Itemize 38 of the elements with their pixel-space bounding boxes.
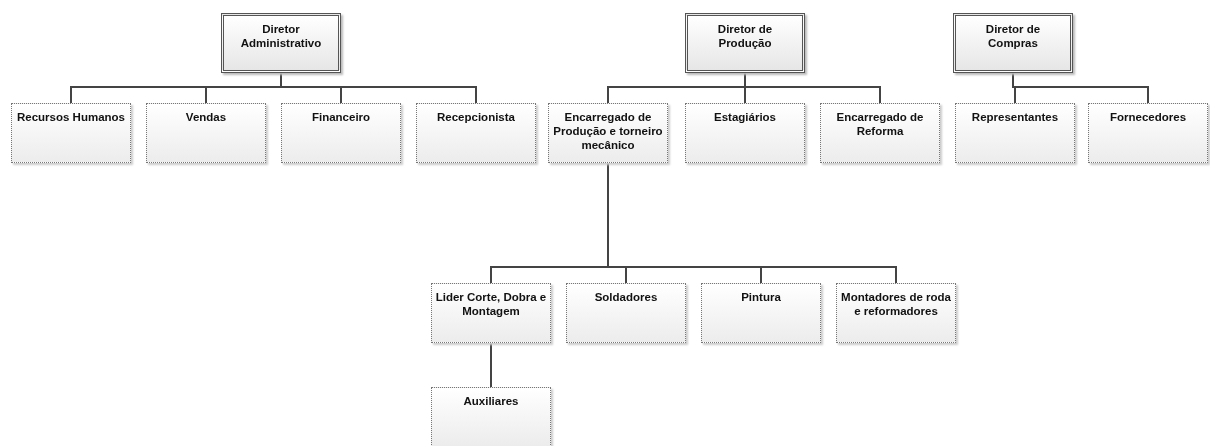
node-label: Auxiliares bbox=[462, 394, 520, 408]
node-label: Encarregado de Reforma bbox=[835, 110, 925, 138]
department-box bbox=[281, 103, 401, 163]
department-box bbox=[836, 283, 956, 343]
department-box bbox=[416, 103, 536, 163]
department-box bbox=[685, 103, 805, 163]
department-box bbox=[431, 387, 551, 446]
node-label: Encarregado de Produção e torneiro mecânico bbox=[552, 110, 664, 152]
node-label: Diretor de Compras bbox=[984, 22, 1042, 50]
department-box bbox=[566, 283, 686, 343]
department-box bbox=[431, 283, 551, 343]
node-label: Estagiários bbox=[713, 110, 777, 124]
node-label: Financeiro bbox=[310, 110, 372, 124]
department-box bbox=[955, 103, 1075, 163]
department-box bbox=[11, 103, 131, 163]
department-box bbox=[1088, 103, 1208, 163]
department-box bbox=[146, 103, 266, 163]
director-box bbox=[685, 13, 805, 73]
node-label: Representantes bbox=[970, 110, 1060, 124]
department-box bbox=[548, 103, 668, 163]
node-label: Recursos Humanos bbox=[16, 110, 126, 124]
node-label: Pintura bbox=[740, 290, 782, 304]
node-label: Soldadores bbox=[593, 290, 659, 304]
node-label: Diretor de Produção bbox=[716, 22, 774, 50]
connector-line bbox=[1012, 72, 1149, 104]
connector-line bbox=[490, 342, 492, 388]
department-box bbox=[820, 103, 940, 163]
director-box bbox=[953, 13, 1073, 73]
connector-line bbox=[280, 72, 477, 104]
node-label: Lider Corte, Dobra e Montagem bbox=[434, 290, 548, 318]
connector-line bbox=[744, 72, 881, 104]
department-box bbox=[701, 283, 821, 343]
director-box bbox=[221, 13, 341, 73]
node-label: Fornecedores bbox=[1108, 110, 1188, 124]
node-label: Vendas bbox=[184, 110, 228, 124]
node-label: Recepcionista bbox=[436, 110, 516, 124]
node-label: Montadores de roda e reformadores bbox=[840, 290, 952, 318]
node-label: Diretor Administrativo bbox=[240, 22, 322, 50]
